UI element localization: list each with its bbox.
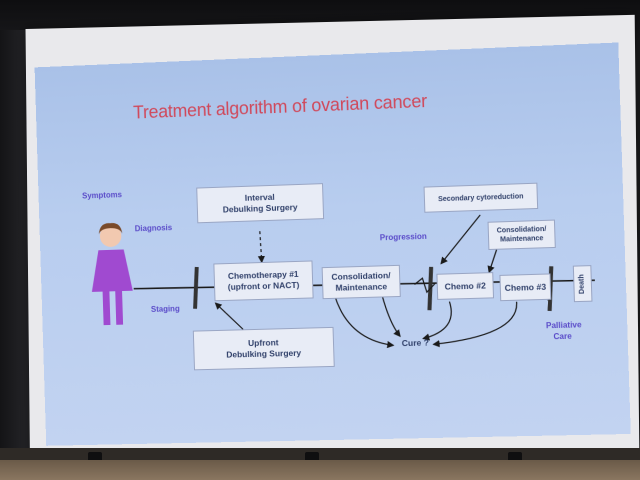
consolidation-line2: Maintenance: [335, 281, 388, 293]
cure-text: Cure ?: [401, 336, 430, 348]
chemo3-text: Chemo #3: [504, 281, 547, 293]
projected-slide: Treatment algorithm of ovarian cancer: [35, 42, 631, 445]
label-palliative-line1: Palliative: [545, 320, 582, 331]
label-staging: Staging: [150, 304, 180, 314]
room-wall-left: [0, 30, 30, 450]
consolidation2-line2: Maintenance: [500, 235, 544, 244]
staging-bar: [194, 267, 198, 309]
secondary-text: Secondary cytoreduction: [437, 192, 524, 203]
label-symptoms: Symptoms: [81, 190, 123, 201]
person-icon: [90, 222, 133, 326]
box-interval-debulking: Interval Debulking Surgery: [196, 183, 325, 224]
label-palliative-line2: Care: [553, 331, 572, 342]
ceiling-rail: [0, 448, 640, 460]
box-secondary-cytoreduction: Secondary cytoreduction: [423, 182, 539, 213]
label-progression: Progression: [379, 231, 427, 243]
chemo1-line2: (upfront or NACT): [227, 279, 300, 292]
box-death: Death: [572, 265, 593, 303]
interval-line2: Debulking Surgery: [222, 202, 298, 215]
cure-curve-2: [382, 293, 400, 337]
chemo2-text: Chemo #2: [444, 279, 486, 292]
room-floor: [0, 460, 640, 480]
label-diagnosis: Diagnosis: [134, 223, 173, 234]
cure-curve-1: [334, 293, 393, 347]
cure-curve-4: [432, 302, 518, 345]
upfront-arrow: [216, 302, 243, 330]
box-upfront-debulking: Upfront Debulking Surgery: [192, 326, 335, 371]
box-cure: Cure ?: [393, 332, 438, 353]
consolidation2-arrow: [488, 250, 497, 272]
secondary-arrow: [440, 215, 482, 264]
box-consolidation: Consolidation/ Maintenance: [321, 264, 401, 300]
interval-arrow: [260, 231, 262, 262]
box-chemotherapy-1: Chemotherapy #1 (upfront or NACT): [213, 260, 314, 302]
box-chemo-3: Chemo #3: [499, 273, 552, 302]
box-chemo-2: Chemo #2: [436, 272, 495, 300]
death-text: Death: [578, 273, 587, 294]
upfront-line1: Upfront: [247, 337, 279, 349]
upfront-line2: Debulking Surgery: [226, 347, 302, 360]
box-consolidation-2: Consolidation/ Maintenance: [487, 219, 556, 251]
